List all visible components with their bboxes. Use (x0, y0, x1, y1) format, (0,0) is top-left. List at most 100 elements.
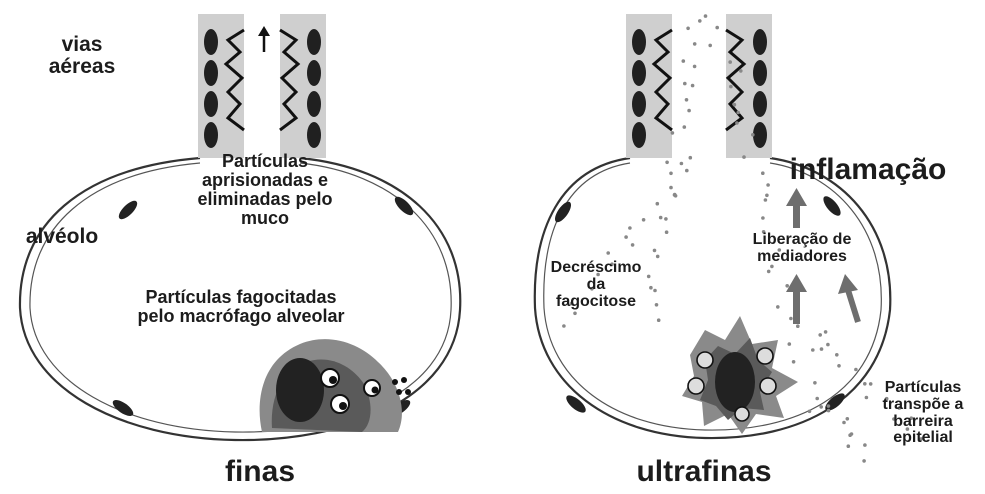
ultrafine-particle (669, 172, 673, 176)
ultrafine-particle (846, 417, 850, 421)
ultrafine-particle (685, 169, 689, 173)
epithelial-cell (307, 60, 321, 86)
ultrafine-particle (761, 171, 765, 175)
ultrafine-particle (573, 312, 577, 316)
epithelial-cell (632, 29, 646, 55)
ultrafine-particle (827, 404, 831, 408)
ultrafine-particle (669, 186, 673, 190)
ultrafine-particle (728, 60, 732, 64)
ultrafine-particles-caption: ultrafinas (604, 456, 804, 488)
ultrafine-particle (854, 368, 858, 372)
ultrafine-particle (736, 111, 740, 115)
particle-vesicle (760, 378, 776, 394)
left-macrophage (260, 339, 411, 432)
ultrafine-particle (792, 360, 796, 364)
ultrafine-particle (693, 42, 697, 46)
ultrafine-particle (682, 59, 686, 63)
ultrafine-particle (628, 226, 632, 230)
ultrafine-particle (739, 69, 743, 73)
arrow-up-to-inflammation (786, 188, 807, 228)
ultrafine-particle (704, 14, 708, 18)
ultrafine-particle (847, 444, 851, 448)
ultrafine-particle (813, 381, 817, 385)
mediators-release-label: Liberação de mediadores (732, 232, 872, 266)
ultrafine-particle (761, 216, 765, 220)
ultrafine-particle (680, 162, 684, 166)
right-airway (626, 14, 772, 158)
ultrafine-particle (631, 243, 635, 247)
ultrafine-particle (848, 433, 852, 437)
ultrafine-particle (606, 251, 610, 255)
ultrafine-particle (698, 19, 702, 23)
ultrafine-particle (653, 249, 657, 253)
ultrafine-particle (820, 347, 824, 351)
particle-vesicle (688, 378, 704, 394)
ultrafine-particle (656, 255, 660, 259)
ultrafine-particle (765, 194, 769, 198)
ultrafine-particle (689, 156, 693, 160)
epithelial-cell (753, 29, 767, 55)
ultrafine-particle (815, 397, 819, 401)
epithelial-cell (632, 122, 646, 148)
ultrafine-particle (837, 364, 841, 368)
epithelial-cell (204, 29, 218, 55)
ultrafine-particle (708, 44, 712, 48)
ultrafine-particle (665, 230, 669, 234)
ultrafine-particle (659, 216, 663, 220)
epithelial-cell (753, 91, 767, 117)
arrow-up-to-mediators (786, 274, 807, 324)
inflammation-label: inflamação (768, 154, 968, 186)
ultrafine-particle (642, 218, 646, 222)
left-airway (198, 14, 326, 158)
epithelial-cell (753, 122, 767, 148)
epithelial-cell (632, 91, 646, 117)
ultrafine-particle (785, 284, 789, 288)
ultrafine-particle (665, 161, 669, 165)
particle-vesicle (757, 348, 773, 364)
epithelial-cell (307, 122, 321, 148)
ultrafine-particle (827, 409, 831, 413)
ultrafine-particle (776, 305, 780, 309)
epithelial-cell (753, 60, 767, 86)
ultrafine-particle (657, 318, 661, 322)
ultrafine-particle (808, 410, 812, 414)
ultrafine-particle (671, 131, 675, 135)
epithelial-cell (204, 122, 218, 148)
ultrafine-particle (842, 421, 846, 425)
epithelial-barrier-label: Partículas transpõe a barreira epitelial (862, 380, 984, 447)
phagocytosis-decrease-label: Decréscimo da fagocitose (526, 260, 666, 310)
arrow-diagonal-to-mediators (838, 274, 858, 322)
ultrafine-particle (664, 217, 668, 221)
ultrafine-particle (826, 343, 830, 347)
ultrafine-particle (691, 84, 695, 88)
ultrafine-particle (686, 27, 690, 31)
epithelial-cell (632, 60, 646, 86)
ultrafine-particle (742, 155, 746, 159)
ultrafine-particle (562, 324, 566, 328)
particle-vesicle (697, 352, 713, 368)
ultrafine-particle (764, 198, 768, 202)
ultrafine-particle (735, 121, 739, 125)
ultrafine-particle (789, 317, 793, 321)
trapped-particles-label: Partículas aprisionadas e eliminadas pel… (160, 152, 370, 228)
ultrafine-particle (788, 342, 792, 346)
ultrafine-particle (751, 133, 755, 137)
alveolus-label: alvéolo (2, 226, 122, 248)
ultrafine-particle (624, 235, 628, 239)
ultrafine-particle (715, 26, 719, 30)
ultrafine-particle (835, 353, 839, 357)
ultrafine-particle (818, 333, 822, 337)
particle-vesicle (735, 407, 749, 421)
ultrafine-particle (819, 405, 823, 409)
ultrafine-particle (656, 202, 660, 206)
ultrafine-particle (683, 125, 687, 129)
ultrafine-particle (693, 65, 697, 69)
ultrafine-particle (733, 103, 737, 107)
ultrafine-particle (687, 109, 691, 113)
airways-label: vias aéreas (32, 34, 132, 78)
ultrafine-particle (729, 85, 733, 89)
ultrafine-particle (683, 82, 687, 86)
ultrafine-particle (796, 324, 800, 328)
epithelial-cell (204, 91, 218, 117)
